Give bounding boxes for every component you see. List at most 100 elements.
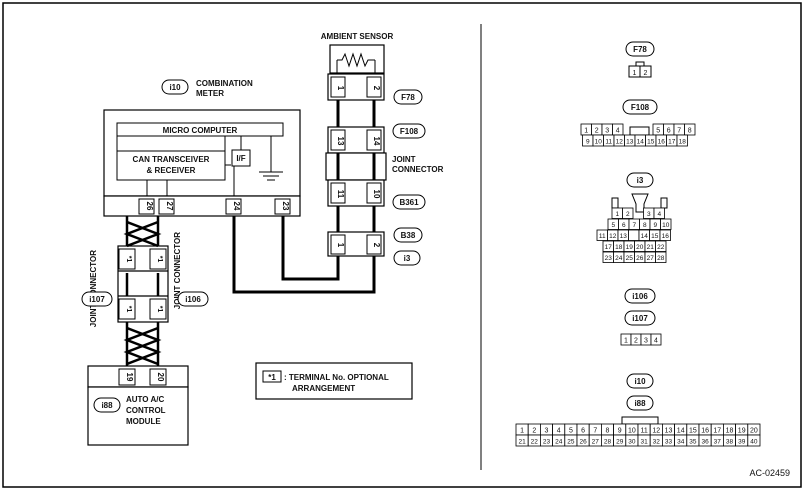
i106-pin-4: 4 <box>654 338 658 345</box>
f108-pin-3: 3 <box>605 128 609 135</box>
tag-i10-text: i10 <box>169 83 181 92</box>
i10-pin-9: 9 <box>618 428 622 435</box>
i3-pin-5: 5 <box>611 222 615 229</box>
i10-pin-34: 34 <box>677 439 685 446</box>
i10-pin-7: 7 <box>593 428 597 435</box>
i3-pin-18: 18 <box>615 244 623 251</box>
joint-connector-vertical-left: JOINT CONNECTOR <box>89 250 98 327</box>
pin-star-c: *1 <box>125 306 132 313</box>
module-l2: CONTROL <box>126 406 166 415</box>
i3-pin-17: 17 <box>605 244 613 251</box>
pin-module-19: 19 <box>125 373 134 382</box>
i10-pin-4: 4 <box>557 428 561 435</box>
i10-pin-25: 25 <box>567 439 575 446</box>
joint-connector-vertical-right: JOINT CONNECTOR <box>173 232 182 309</box>
f108-pin-15: 15 <box>647 139 655 146</box>
tag-i88-right-text: i88 <box>634 399 646 408</box>
i3-pin-10: 10 <box>662 222 670 229</box>
i10-pin-23: 23 <box>543 439 551 446</box>
i10-pin-33: 33 <box>665 439 673 446</box>
tag-f108-right-text: F108 <box>631 103 650 112</box>
i3-pin-4-cell <box>653 207 665 219</box>
tag-f78-right <box>625 41 655 57</box>
pin-f78-1: 1 <box>336 86 345 91</box>
i10-pin-24: 24 <box>555 439 563 446</box>
tag-i107 <box>81 291 113 307</box>
pin-b361-11: 11 <box>336 190 345 199</box>
f108-pin-9: 9 <box>586 139 590 146</box>
i10-pin-32: 32 <box>653 439 661 446</box>
i10-pin-35: 35 <box>689 439 697 446</box>
i3-pin-3: 3 <box>647 211 651 218</box>
auto-ac-module <box>87 365 189 446</box>
pin-module-20: 20 <box>156 373 165 382</box>
joint-connector-frames <box>117 245 169 323</box>
i3-pin-24: 24 <box>615 255 623 262</box>
connector-b361 <box>327 179 385 207</box>
module-l3: MODULE <box>126 417 161 426</box>
if-label: I/F <box>236 154 245 163</box>
tag-b361-text: B361 <box>399 198 419 207</box>
pin-b38-1: 1 <box>336 243 345 248</box>
tag-i10-right-text: i10 <box>634 377 646 386</box>
tag-b38-text: B38 <box>401 231 416 240</box>
pin-f108-13: 13 <box>336 137 345 146</box>
f108-pin-16: 16 <box>658 139 666 146</box>
i10-pin-13: 13 <box>665 428 673 435</box>
f108-pin-14: 14 <box>637 139 645 146</box>
f108-pin-18: 18 <box>679 139 687 146</box>
i3-pin-2-cell <box>622 207 634 219</box>
tag-f78-right-text: F78 <box>633 45 647 54</box>
i3-pin-23: 23 <box>605 255 613 262</box>
joint-connector-l1: JOINT <box>392 155 416 164</box>
pin-star-d: *1 <box>156 306 163 313</box>
tag-b361 <box>392 194 426 210</box>
i10-pin-31: 31 <box>640 439 648 446</box>
i3-pin-22: 22 <box>657 244 665 251</box>
i3-pin-22-cell <box>655 240 667 252</box>
tag-i88 <box>93 397 121 413</box>
f108-pin-17: 17 <box>668 139 676 146</box>
tag-i3-text: i3 <box>404 254 411 263</box>
i10-pin-14: 14 <box>677 428 685 435</box>
i10-pin-15: 15 <box>689 428 697 435</box>
tag-i106-right-text: i106 <box>632 292 648 301</box>
pin-b38-2: 2 <box>372 243 381 248</box>
i3-pin-14: 14 <box>641 233 649 240</box>
joint-connector-l2: CONNECTOR <box>392 165 444 174</box>
i3-pin-9: 9 <box>653 222 657 229</box>
i10-pin-12: 12 <box>652 428 660 435</box>
f108-pin-8: 8 <box>688 128 692 135</box>
pin-star-b: *1 <box>156 256 163 263</box>
i106-pin-3: 3 <box>644 338 648 345</box>
f108-pin-12: 12 <box>616 139 624 146</box>
micro-computer-label: MICRO COMPUTER <box>163 126 238 135</box>
legend-line2: ARRANGEMENT <box>292 384 355 393</box>
can-transceiver-label: CAN TRANSCEIVER <box>133 155 210 164</box>
i10-pin-16: 16 <box>701 428 709 435</box>
connector-f78 <box>327 73 385 101</box>
i3-pin-8: 8 <box>643 222 647 229</box>
i3-pin-13: 13 <box>620 233 628 240</box>
tag-i10-right <box>626 373 654 389</box>
i10-pin-27: 27 <box>592 439 600 446</box>
i3-pin-7: 7 <box>632 222 636 229</box>
i3-pin-1: 1 <box>615 211 619 218</box>
f108-pin-4: 4 <box>616 128 620 135</box>
i10-pin-3: 3 <box>545 428 549 435</box>
figure-id: AC-02459 <box>749 468 790 478</box>
f108-pin-5: 5 <box>656 128 660 135</box>
i3-pin-12: 12 <box>609 233 617 240</box>
i3-pin-6: 6 <box>622 222 626 229</box>
combination-meter-l2: METER <box>196 89 224 98</box>
star-pins <box>118 248 167 320</box>
i3-pin-20: 20 <box>636 244 644 251</box>
i106-pin-1: 1 <box>624 338 628 345</box>
tag-f108-right <box>622 99 658 115</box>
combination-meter-l1: COMBINATION <box>196 79 253 88</box>
connector-b38 <box>327 231 385 257</box>
i10-pin-19: 19 <box>738 428 746 435</box>
